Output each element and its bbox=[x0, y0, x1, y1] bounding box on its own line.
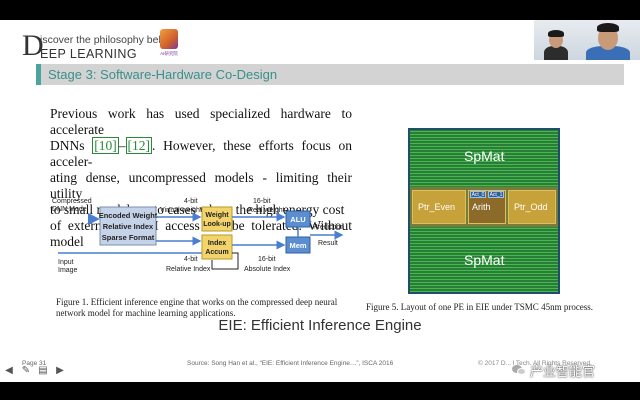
previous-slide-icon[interactable]: ◀ bbox=[2, 364, 16, 378]
eie-pipeline-diagram: Compressed DNN Model Input Image Encoded… bbox=[48, 197, 348, 289]
pe-layout-image: SpMat Act_0 Act_1 Ptr_Even Arith Ptr_Odd… bbox=[408, 128, 560, 294]
presenter-thumbnail bbox=[586, 22, 630, 60]
relative-index-label: Relative Index bbox=[103, 222, 154, 231]
stage-accent bbox=[36, 64, 41, 85]
virtual-weight: Virtual weight bbox=[160, 207, 202, 214]
spmat-top-label: SpMat bbox=[464, 148, 504, 164]
label-compressed: Compressed bbox=[52, 198, 92, 205]
citation-ref: [10] bbox=[92, 137, 119, 154]
ptr-even-label: Ptr_Even bbox=[418, 202, 455, 212]
source-citation: Source: Song Han et al., “EIE: Efficient… bbox=[187, 360, 393, 367]
weight-lookup-label-2: Look-up bbox=[203, 221, 231, 228]
brand-mark-text: AI研究院 bbox=[158, 51, 180, 57]
label-dnn-model: DNN Model bbox=[52, 206, 89, 213]
stage-title: Stage 3: Software-Hardware Co-Design bbox=[48, 67, 277, 82]
slide-title: EIE: Efficient Inference Engine bbox=[0, 317, 640, 334]
slideshow-toolbar: ◀ ✎ ▤ ▶ bbox=[2, 364, 67, 378]
bits16-top: 16-bit bbox=[253, 198, 271, 205]
wechat-icon bbox=[512, 364, 526, 376]
deep-learning-logo: D iscover the philosophy behind EEP LEAR… bbox=[22, 30, 162, 62]
label-image: Image bbox=[58, 267, 78, 274]
index-accum-label-2: Accum bbox=[205, 249, 228, 256]
webcam-feed bbox=[534, 20, 640, 60]
mem-label: Mem bbox=[289, 241, 306, 250]
prediction-label: Prediction bbox=[313, 224, 344, 231]
result-label: Result bbox=[318, 240, 338, 247]
alu-label: ALU bbox=[290, 215, 305, 224]
bottom-letterbox bbox=[0, 382, 640, 400]
wechat-watermark: 产业智能官 bbox=[512, 361, 595, 379]
label-input: Input bbox=[58, 259, 74, 266]
real-weight: Real weight bbox=[248, 207, 285, 214]
logo-wordmark: EEP LEARNING bbox=[40, 47, 137, 61]
relative-index: Relative Index bbox=[166, 266, 211, 273]
brand-mark-icon: AI研究院 bbox=[158, 27, 180, 57]
bits-bottom: 4-bit bbox=[184, 256, 198, 263]
encoded-weight-label: Encoded Weight bbox=[99, 211, 158, 220]
figure-5-caption: Figure 5. Layout of one PE in EIE under … bbox=[366, 302, 628, 312]
top-letterbox bbox=[0, 0, 640, 20]
paper-line: DNNs [10]–[12]. However, these efforts f… bbox=[50, 138, 352, 170]
pen-icon[interactable]: ✎ bbox=[19, 364, 33, 378]
menu-icon[interactable]: ▤ bbox=[36, 364, 50, 378]
bits-top: 4-bit bbox=[184, 198, 198, 205]
spmat-bottom-label: SpMat bbox=[464, 252, 504, 268]
absolute-index: Absolute Index bbox=[244, 266, 291, 273]
next-slide-icon[interactable]: ▶ bbox=[53, 364, 67, 378]
paper-line: Previous work has used specialized hardw… bbox=[50, 106, 352, 138]
citation-ref: [12] bbox=[126, 137, 153, 154]
sparse-format-label: Sparse Format bbox=[102, 233, 155, 242]
index-accum-label: Index bbox=[208, 240, 226, 247]
slide: D iscover the philosophy behind EEP LEAR… bbox=[0, 20, 640, 382]
presenter-thumbnail bbox=[544, 28, 568, 60]
weight-lookup-label: Weight bbox=[205, 212, 229, 219]
act1-block: Act_1 bbox=[488, 191, 504, 198]
act0-block: Act_0 bbox=[470, 191, 486, 198]
figure-1-caption: Figure 1. Efficient inference engine tha… bbox=[56, 297, 352, 319]
bits16-bottom: 16-bit bbox=[258, 256, 276, 263]
ptr-odd-label: Ptr_Odd bbox=[514, 202, 548, 212]
watermark-text: 产业智能官 bbox=[530, 361, 595, 380]
arith-label: Arith bbox=[472, 202, 491, 212]
